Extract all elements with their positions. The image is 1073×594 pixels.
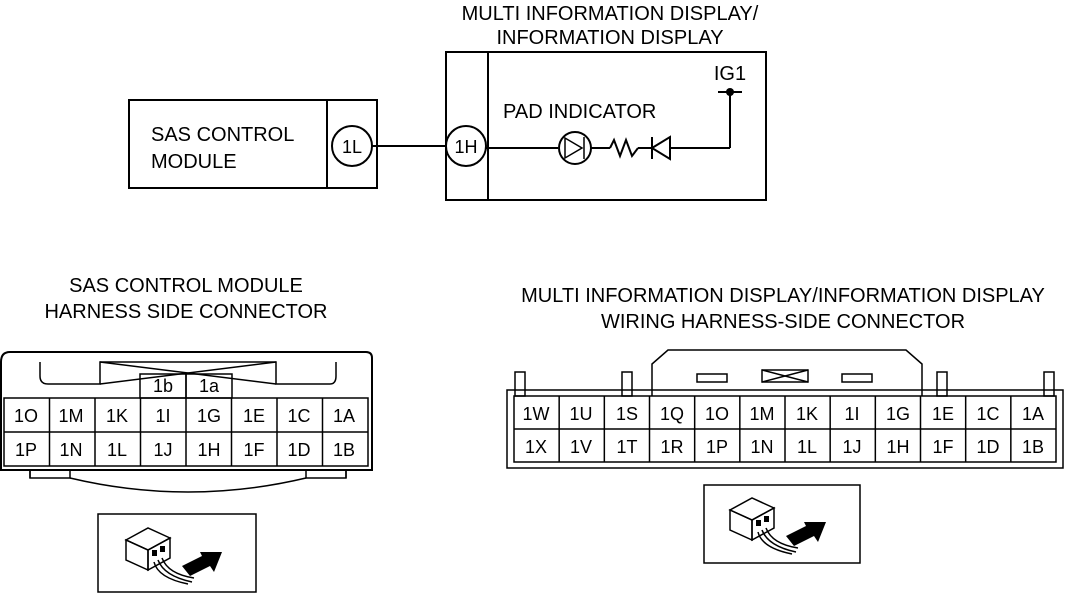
sas-pin-1a: 1a: [199, 376, 220, 396]
sas-pin: 1E: [243, 406, 265, 426]
display-pin: 1X: [525, 437, 547, 457]
display-title-line1: MULTI INFORMATION DISPLAY/: [462, 3, 759, 25]
sas-pin: 1N: [59, 440, 82, 460]
sas-module-label-line1: SAS CONTROL: [151, 124, 294, 146]
sas-row2: 1P 1N 1L 1J 1H 1F 1D 1B: [15, 440, 355, 460]
display-pin: 1A: [1022, 404, 1044, 424]
sas-pin-1b: 1b: [153, 376, 173, 396]
display-pin: 1K: [796, 404, 818, 424]
display-harness-connector: MULTI INFORMATION DISPLAY/INFORMATION DI…: [506, 285, 1064, 564]
sas-pin: 1G: [197, 406, 221, 426]
sas-pin: 1P: [15, 440, 37, 460]
display-title-line2: INFORMATION DISPLAY: [496, 27, 723, 49]
display-pin: 1N: [750, 437, 773, 457]
display-pin: 1I: [844, 404, 859, 424]
sas-pin: 1H: [197, 440, 220, 460]
sas-connector-title-line1: SAS CONTROL MODULE: [69, 275, 303, 297]
display-pin: 1H: [886, 437, 909, 457]
display-pin: 1U: [569, 404, 592, 424]
sas-pin: 1A: [333, 406, 355, 426]
indicator-bulb-icon: [558, 131, 592, 165]
harness-connector-view-icon: [703, 484, 861, 564]
sas-pin: 1B: [333, 440, 355, 460]
diode-icon: [650, 135, 671, 161]
display-pin: 1J: [842, 437, 861, 457]
display-pin: 1C: [976, 404, 999, 424]
display-pin: 1O: [705, 404, 729, 424]
display-pin: 1G: [886, 404, 910, 424]
sas-pin: 1L: [107, 440, 127, 460]
display-pin: 1E: [932, 404, 954, 424]
resistor-icon: [609, 137, 639, 159]
display-pin: 1W: [523, 404, 550, 424]
sas-module-label-line2: MODULE: [151, 151, 237, 173]
sas-pin: 1C: [287, 406, 310, 426]
sas-row1: 1O 1M 1K 1I 1G 1E 1C 1A: [14, 406, 355, 426]
harness-connector-view-icon: [97, 513, 257, 593]
power-junction-dot: [726, 88, 734, 96]
display-row2: 1X 1V 1T 1R 1P 1N 1L 1J 1H 1F 1D 1B: [525, 437, 1044, 457]
display-pin: 1V: [570, 437, 592, 457]
sas-pin: 1F: [243, 440, 264, 460]
sas-pin: 1D: [287, 440, 310, 460]
display-pin: 1R: [660, 437, 683, 457]
sas-pin: 1M: [58, 406, 83, 426]
display-pin: 1L: [797, 437, 817, 457]
display-pin: 1B: [1022, 437, 1044, 457]
sas-control-module-box: SAS CONTROL MODULE 1L: [128, 99, 378, 189]
display-pin: 1Q: [660, 404, 684, 424]
display-pin: 1M: [749, 404, 774, 424]
display-terminal-circle: [445, 125, 487, 167]
pad-indicator-label: PAD INDICATOR: [503, 101, 656, 123]
display-pin: 1F: [932, 437, 953, 457]
display-terminal-label: 1H: [454, 137, 477, 157]
display-pin: 1T: [616, 437, 637, 457]
display-unit-box: 1H PAD INDICATOR IG1: [445, 51, 767, 201]
display-row1: 1W 1U 1S 1Q 1O 1M 1K 1I 1G 1E 1C 1A: [523, 404, 1045, 424]
display-pin: 1S: [616, 404, 638, 424]
sas-connector-title-line2: HARNESS SIDE CONNECTOR: [44, 301, 327, 323]
sas-pin: 1O: [14, 406, 38, 426]
sas-pin: 1J: [153, 440, 172, 460]
display-connector-title-line2: WIRING HARNESS-SIDE CONNECTOR: [601, 311, 965, 333]
display-pin: 1D: [976, 437, 999, 457]
power-label: IG1: [714, 63, 746, 85]
sas-pin: 1K: [106, 406, 128, 426]
sas-terminal-label: 1L: [342, 137, 362, 157]
sas-harness-connector: SAS CONTROL MODULE HARNESS SIDE CONNECTO…: [0, 275, 373, 593]
display-connector-title-line1: MULTI INFORMATION DISPLAY/INFORMATION DI…: [521, 285, 1045, 307]
sas-pin: 1I: [155, 406, 170, 426]
display-pin: 1P: [706, 437, 728, 457]
schematic: MULTI INFORMATION DISPLAY/ INFORMATION D…: [128, 3, 767, 201]
